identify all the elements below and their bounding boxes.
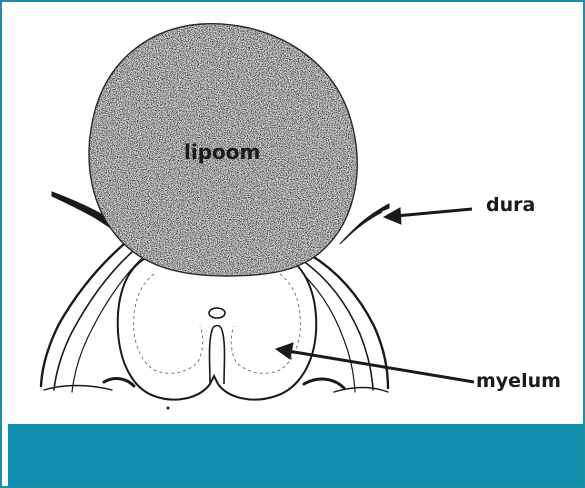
myelum-label: myelum	[476, 372, 561, 391]
small-dot	[167, 407, 170, 410]
footer-bar	[8, 424, 583, 486]
lipoma-label: lipoom	[184, 142, 260, 162]
dura-label: dura	[486, 196, 535, 215]
spinal-cord	[118, 256, 316, 400]
arrow-to-dura	[384, 208, 472, 224]
